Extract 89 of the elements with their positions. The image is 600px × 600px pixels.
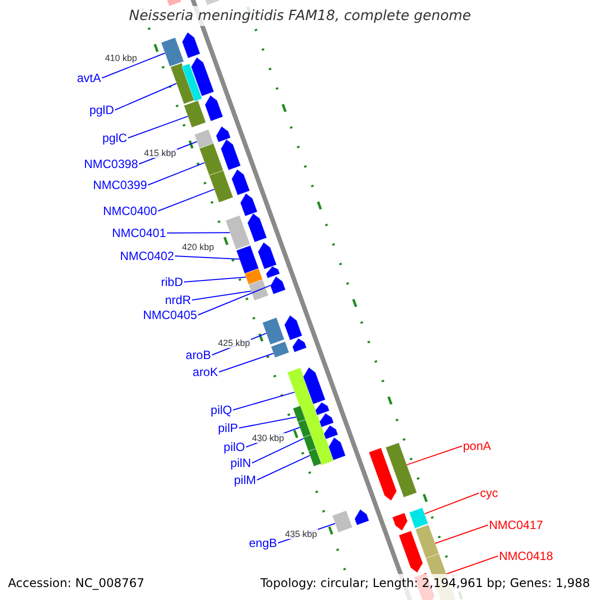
gene-feature — [392, 512, 408, 532]
gene-feature — [194, 129, 214, 149]
gene-label: NMC0418 — [499, 549, 554, 563]
leader-line — [232, 392, 295, 410]
gene-feature — [244, 268, 264, 285]
gene-feature — [160, 37, 184, 67]
gene-feature — [308, 448, 322, 467]
gene-feature — [199, 143, 224, 176]
gene-label: engB — [248, 536, 277, 550]
gene-label: NMC0398 — [84, 157, 138, 171]
gene-feature — [292, 338, 307, 353]
gene-feature — [328, 436, 346, 461]
leader-line — [148, 162, 205, 186]
gene-feature — [314, 402, 330, 416]
leader-line — [174, 256, 240, 260]
gene-feature — [398, 530, 424, 574]
scale-label: 435 kbp — [284, 529, 318, 539]
gene-feature — [332, 510, 353, 533]
gene-feature — [240, 192, 258, 217]
leader-line — [166, 232, 230, 234]
leader-line — [158, 188, 215, 212]
gene-feature — [231, 168, 250, 196]
gene-feature — [204, 94, 224, 122]
gene-feature — [414, 524, 440, 559]
gene-feature — [182, 63, 202, 102]
scale-label: 415 kbp — [142, 148, 177, 158]
gene-label: NMC0400 — [102, 204, 157, 218]
gene-label: NMC0401 — [112, 226, 166, 240]
gene-feature — [266, 266, 280, 279]
gene-feature — [182, 32, 201, 59]
gene-feature — [225, 215, 250, 250]
gene-feature — [190, 56, 214, 97]
gene-feature — [262, 317, 285, 345]
gene-label: aroB — [186, 348, 211, 362]
scale-label: 420 kbp — [180, 242, 215, 252]
genome-info-text: Topology: circular; Length: 2,194,961 bp; Genes: 1,988 — [260, 576, 590, 590]
gene-feature — [247, 212, 268, 243]
gene-feature — [319, 412, 334, 428]
gene-feature — [270, 341, 290, 358]
gene-feature — [368, 447, 398, 502]
gene-feature — [270, 276, 286, 295]
gene-label: pilN — [230, 456, 251, 470]
scale-label: 430 kbp — [250, 433, 285, 443]
gene-label: cyc — [480, 486, 498, 500]
gene-label: pglD — [89, 103, 114, 117]
leader-line — [192, 290, 252, 300]
leader-line — [252, 438, 304, 464]
scale-label: 410 kbp — [104, 53, 138, 63]
gene-label: aroK — [192, 365, 218, 379]
accession-text: Accession: NC_008767 — [8, 576, 144, 590]
gene-feature — [208, 170, 234, 203]
gene-label: pglC — [102, 131, 127, 145]
gene-feature — [385, 442, 418, 498]
leader-line — [446, 556, 498, 574]
gene-label: ponA — [463, 439, 492, 453]
gene-label: pilO — [224, 440, 245, 454]
scale-label: 425 kbp — [216, 338, 251, 348]
gene-feature — [302, 366, 326, 405]
leader-line — [256, 454, 310, 480]
gene-feature — [236, 245, 260, 274]
gene-label: ribD — [160, 275, 183, 289]
gene-label: NMC0417 — [489, 518, 544, 532]
gene-feature — [292, 405, 306, 423]
leader-line — [238, 416, 296, 428]
gene-feature — [248, 279, 269, 301]
leader-line — [102, 52, 166, 78]
leader-line — [184, 276, 246, 282]
gene-feature — [323, 424, 338, 440]
gene-label: pilM — [234, 473, 256, 487]
gene-label: NMC0402 — [120, 249, 174, 263]
gene-label: pilQ — [210, 403, 232, 417]
gene-feature — [298, 419, 312, 438]
gene-feature — [303, 434, 316, 452]
leader-line — [128, 116, 188, 138]
leader-line — [114, 83, 177, 110]
leader-line — [434, 524, 488, 544]
gene-label: NMC0399 — [92, 178, 147, 192]
leader-line — [198, 284, 272, 316]
gene-label: pilP — [218, 421, 238, 435]
gene-label: avtA — [76, 71, 101, 85]
leader-line — [406, 446, 462, 466]
gene-label: nrdR — [164, 293, 191, 307]
leader-line — [218, 352, 274, 372]
gene-feature — [216, 126, 231, 143]
gene-feature — [184, 100, 206, 128]
leader-line — [424, 492, 480, 514]
gene-feature — [354, 508, 370, 526]
gene-feature — [408, 507, 428, 529]
gene-label: NMC0405 — [142, 308, 197, 322]
